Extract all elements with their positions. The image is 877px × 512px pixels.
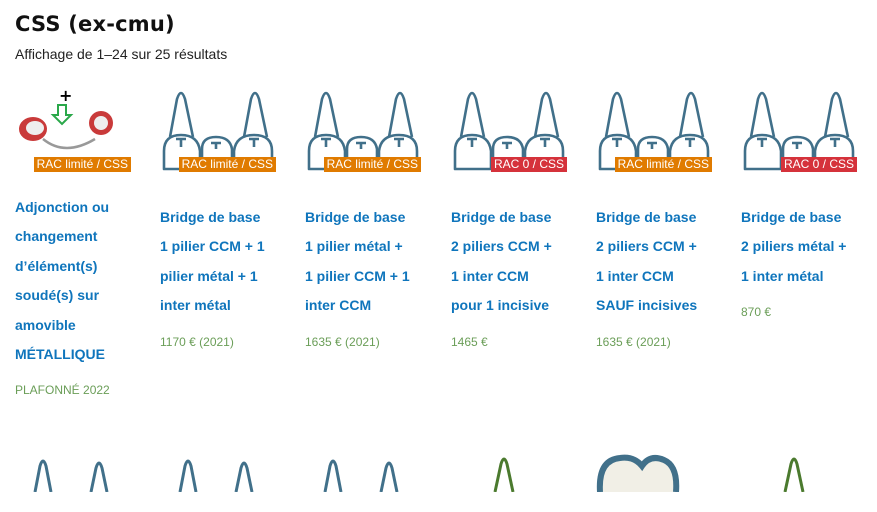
product-title-line: MÉTALLIQUE	[15, 346, 105, 363]
product-image[interactable]: + RAC limité / CSS	[15, 85, 131, 173]
product-price: 870 €	[741, 305, 772, 320]
product-image[interactable]: RAC limité / CSS	[596, 85, 712, 173]
teeth-icon	[741, 457, 857, 496]
teeth-icon	[15, 459, 131, 496]
product-price: PLAFONNÉ 2022	[15, 383, 110, 398]
product-title-line: 2 piliers métal +	[741, 238, 847, 255]
product-card: RAC limité / CSS Bridge de base 2 piliers…	[596, 85, 731, 349]
product-card: RAC limité / CSS Bridge de base 1 pilier …	[160, 85, 295, 349]
product-card: RAC 0 / CSS Bridge de base 2 piliers CCM …	[451, 85, 586, 349]
product-image[interactable]	[451, 452, 567, 512]
product-title-line: Bridge de base	[451, 209, 552, 225]
product-title-line: Bridge de base	[305, 209, 406, 225]
product-price: 1170 € (2021)	[160, 334, 234, 349]
product-title-link[interactable]: Bridge de base 2 piliers CCM + 1 inter CCM…	[596, 203, 731, 321]
rac-badge: RAC limité / CSS	[614, 157, 712, 172]
product-title-link[interactable]: Adjonction ou changement d’élément(s) soudé…	[15, 193, 150, 369]
product-title-line: Bridge de base	[741, 209, 842, 225]
product-title-line: soudé(s) sur	[15, 287, 100, 304]
product-image[interactable]: RAC 0 / CSS	[741, 85, 857, 173]
product-title-line: changement	[15, 228, 98, 245]
product-title-line: 1 inter métal	[741, 267, 824, 284]
product-title-line: 2 piliers CCM +	[596, 238, 697, 255]
product-image[interactable]: RAC limité / CSS	[305, 85, 421, 173]
product-price: 1635 € (2021)	[305, 334, 380, 349]
product-title-line: d’élément(s)	[15, 257, 98, 274]
rac-badge: RAC 0 / CSS	[780, 157, 857, 172]
product-title-line: 1 inter CCM	[596, 267, 674, 284]
teeth-icon	[305, 459, 421, 496]
product-image[interactable]: RAC 0 / CSS	[451, 85, 567, 173]
product-title-link[interactable]: Bridge de base 1 pilier métal + 1 pilier C…	[305, 203, 440, 321]
product-title-line: pour 1 incisive	[451, 297, 550, 314]
rac-badge: RAC limité / CSS	[178, 157, 276, 172]
page-title: CSS (ex-cmu)	[15, 12, 175, 36]
product-image[interactable]	[596, 452, 712, 512]
product-image[interactable]	[305, 452, 421, 512]
product-card: + RAC limité / CSS Adjonction ou changeme…	[15, 85, 150, 397]
teeth-icon	[451, 457, 567, 496]
rac-badge: RAC limité / CSS	[323, 157, 421, 172]
result-count: Affichage de 1–24 sur 25 résultats	[15, 46, 228, 62]
product-title-line: 1 pilier CCM + 1	[160, 238, 265, 255]
teeth-icon	[596, 454, 712, 496]
product-title-link[interactable]: Bridge de base 2 piliers CCM + 1 inter CCM…	[451, 203, 586, 321]
product-title-line: 2 piliers CCM +	[451, 238, 552, 255]
product-image[interactable]	[741, 452, 857, 512]
product-title-line: Bridge de base	[160, 209, 261, 225]
rac-badge: RAC 0 / CSS	[490, 157, 567, 172]
product-title-line: 1 pilier métal +	[305, 238, 403, 255]
product-image[interactable]	[15, 452, 131, 512]
product-card: RAC 0 / CSS Bridge de base 2 piliers méta…	[741, 85, 876, 319]
svg-text:+: +	[59, 86, 72, 105]
product-title-link[interactable]: Bridge de base 1 pilier CCM + 1 pilier mét…	[160, 203, 295, 321]
rac-badge: RAC limité / CSS	[33, 157, 131, 172]
product-title-line: 1 inter CCM	[451, 267, 529, 284]
product-image[interactable]: RAC limité / CSS	[160, 85, 276, 173]
product-title-line: 1 pilier CCM + 1	[305, 267, 410, 284]
product-title-line: SAUF incisives	[596, 297, 698, 314]
product-title-line: inter CCM	[305, 297, 372, 314]
product-title-line: amovible	[15, 316, 76, 333]
product-image[interactable]	[160, 452, 276, 512]
product-title-line: Bridge de base	[596, 209, 697, 225]
product-price: 1635 € (2021)	[596, 334, 671, 349]
product-title-link[interactable]: Bridge de base 2 piliers métal + 1 inter m…	[741, 203, 876, 291]
product-title-line: Adjonction ou	[15, 199, 110, 215]
product-price: 1465 €	[451, 334, 488, 349]
product-card: RAC limité / CSS Bridge de base 1 pilier …	[305, 85, 440, 349]
product-title-line: inter métal	[160, 297, 231, 314]
product-title-line: pilier métal + 1	[160, 267, 258, 284]
teeth-icon	[160, 459, 276, 496]
